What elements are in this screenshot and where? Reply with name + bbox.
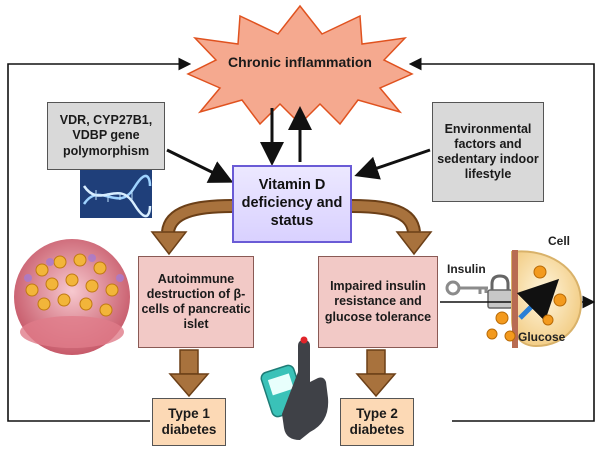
autoimmune-box: Autoimmune destruction of β-cells of pan… bbox=[138, 256, 254, 348]
islet-cells-icon bbox=[14, 239, 130, 355]
cell-label: Cell bbox=[548, 234, 571, 248]
type2-diabetes-box: Type 2 diabetes bbox=[340, 398, 414, 446]
vitamin-d-box: Vitamin D deficiency and status bbox=[232, 165, 352, 243]
glucose-meter-hand-icon bbox=[260, 336, 329, 440]
curved-arrow-right bbox=[351, 199, 433, 256]
down-arrow-type1 bbox=[168, 349, 210, 398]
input-arrows bbox=[166, 148, 431, 183]
gene-polymorphism-box: VDR, CYP27B1, VDBP gene polymorphism bbox=[47, 102, 165, 170]
insulin-label: Insulin bbox=[447, 262, 486, 276]
type1-diabetes-box: Type 1 diabetes bbox=[152, 398, 226, 446]
chronic-inflammation-label: Chronic inflammation bbox=[228, 54, 372, 71]
feedback-loop-lines bbox=[7, 57, 595, 422]
key-lock-icon bbox=[445, 274, 513, 309]
dna-icon bbox=[80, 170, 152, 218]
environmental-factors-box: Environmental factors and sedentary indo… bbox=[432, 102, 544, 202]
cell-icon bbox=[486, 250, 583, 348]
glucose-label: Glucose bbox=[518, 330, 566, 344]
insulin-resistance-box: Impaired insulin resistance and glucose … bbox=[318, 256, 438, 348]
inflammation-vitamin-arrows bbox=[260, 106, 312, 166]
down-arrow-type2 bbox=[355, 349, 397, 398]
curved-arrow-left bbox=[150, 199, 233, 256]
